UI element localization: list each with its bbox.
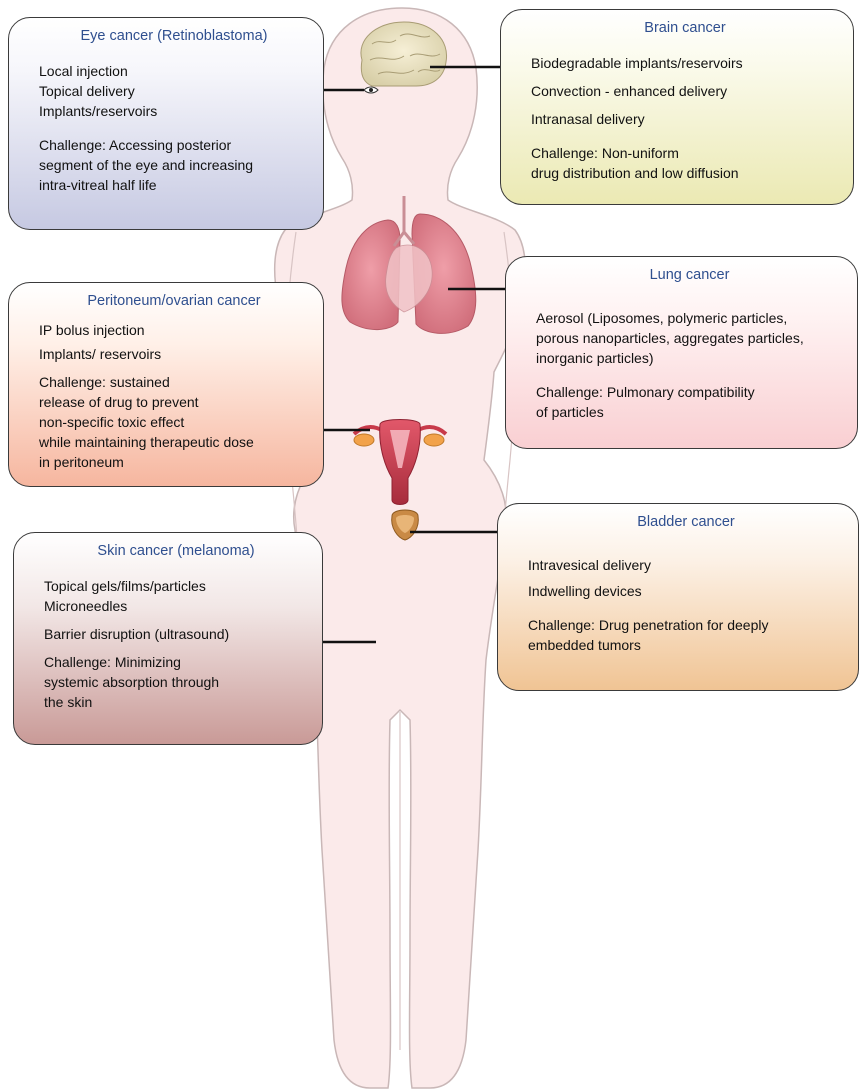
eye-challenge-3: intra-vitreal half life xyxy=(39,175,309,195)
skin-challenge-2: systemic absorption through xyxy=(44,672,308,692)
brain-challenge-2: drug distribution and low diffusion xyxy=(531,163,839,183)
peritoneum-cancer-panel: Peritoneum/ovarian cancer IP bolus injec… xyxy=(8,282,324,487)
brain-cancer-panel: Brain cancer Biodegradable implants/rese… xyxy=(500,9,854,205)
peritoneum-challenge-4: while maintaining therapeutic dose xyxy=(39,432,309,452)
bladder-cancer-panel: Bladder cancer Intravesical delivery Ind… xyxy=(497,503,859,691)
peritoneum-item-1: IP bolus injection xyxy=(39,320,309,340)
skin-item-3: Barrier disruption (ultrasound) xyxy=(44,624,308,644)
skin-challenge-1: Challenge: Minimizing xyxy=(44,652,308,672)
bladder-cancer-title: Bladder cancer xyxy=(528,514,844,531)
eye-challenge-2: segment of the eye and increasing xyxy=(39,155,309,175)
left-ovary xyxy=(354,434,374,446)
brain-shape xyxy=(361,22,447,86)
eye-item-1: Local injection xyxy=(39,61,309,81)
eye-item-2: Topical delivery xyxy=(39,81,309,101)
lung-cancer-panel: Lung cancer Aerosol (Liposomes, polymeri… xyxy=(505,256,858,449)
peritoneum-challenge-5: in peritoneum xyxy=(39,452,309,472)
eye-challenge-1: Challenge: Accessing posterior xyxy=(39,135,309,155)
skin-cancer-panel: Skin cancer (melanoma) Topical gels/film… xyxy=(13,532,323,745)
skin-challenge-3: the skin xyxy=(44,692,308,712)
peritoneum-challenge-2: release of drug to prevent xyxy=(39,392,309,412)
peritoneum-challenge-1: Challenge: sustained xyxy=(39,372,309,392)
right-ovary xyxy=(424,434,444,446)
lung-item-1: Aerosol (Liposomes, polymeric particles, xyxy=(536,308,843,328)
peritoneum-challenge-3: non-specific toxic effect xyxy=(39,412,309,432)
bladder-item-1: Intravesical delivery xyxy=(528,555,844,575)
lung-challenge-2: of particles xyxy=(536,402,843,422)
eye-item-3: Implants/reservoirs xyxy=(39,101,309,121)
skin-item-1: Topical gels/films/particles xyxy=(44,576,308,596)
brain-cancer-title: Brain cancer xyxy=(531,20,839,37)
lung-item-2: porous nanoparticles, aggregates particl… xyxy=(536,328,843,348)
skin-cancer-title: Skin cancer (melanoma) xyxy=(44,543,308,560)
brain-item-3: Intranasal delivery xyxy=(531,109,839,129)
eye-cancer-panel: Eye cancer (Retinoblastoma) Local inject… xyxy=(8,17,324,230)
brain-item-2: Convection - enhanced delivery xyxy=(531,81,839,101)
eye-pupil xyxy=(369,88,373,92)
bladder-item-2: Indwelling devices xyxy=(528,581,844,601)
lung-item-3: inorganic particles) xyxy=(536,348,843,368)
eye-cancer-title: Eye cancer (Retinoblastoma) xyxy=(39,28,309,45)
bladder-challenge-1: Challenge: Drug penetration for deeply xyxy=(528,615,844,635)
lung-challenge-1: Challenge: Pulmonary compatibility xyxy=(536,382,843,402)
bladder-challenge-2: embedded tumors xyxy=(528,635,844,655)
skin-item-2: Microneedles xyxy=(44,596,308,616)
brain-challenge-1: Challenge: Non-uniform xyxy=(531,143,839,163)
lung-cancer-title: Lung cancer xyxy=(536,267,843,284)
brain-item-1: Biodegradable implants/reservoirs xyxy=(531,53,839,73)
peritoneum-cancer-title: Peritoneum/ovarian cancer xyxy=(39,293,309,310)
peritoneum-item-2: Implants/ reservoirs xyxy=(39,344,309,364)
